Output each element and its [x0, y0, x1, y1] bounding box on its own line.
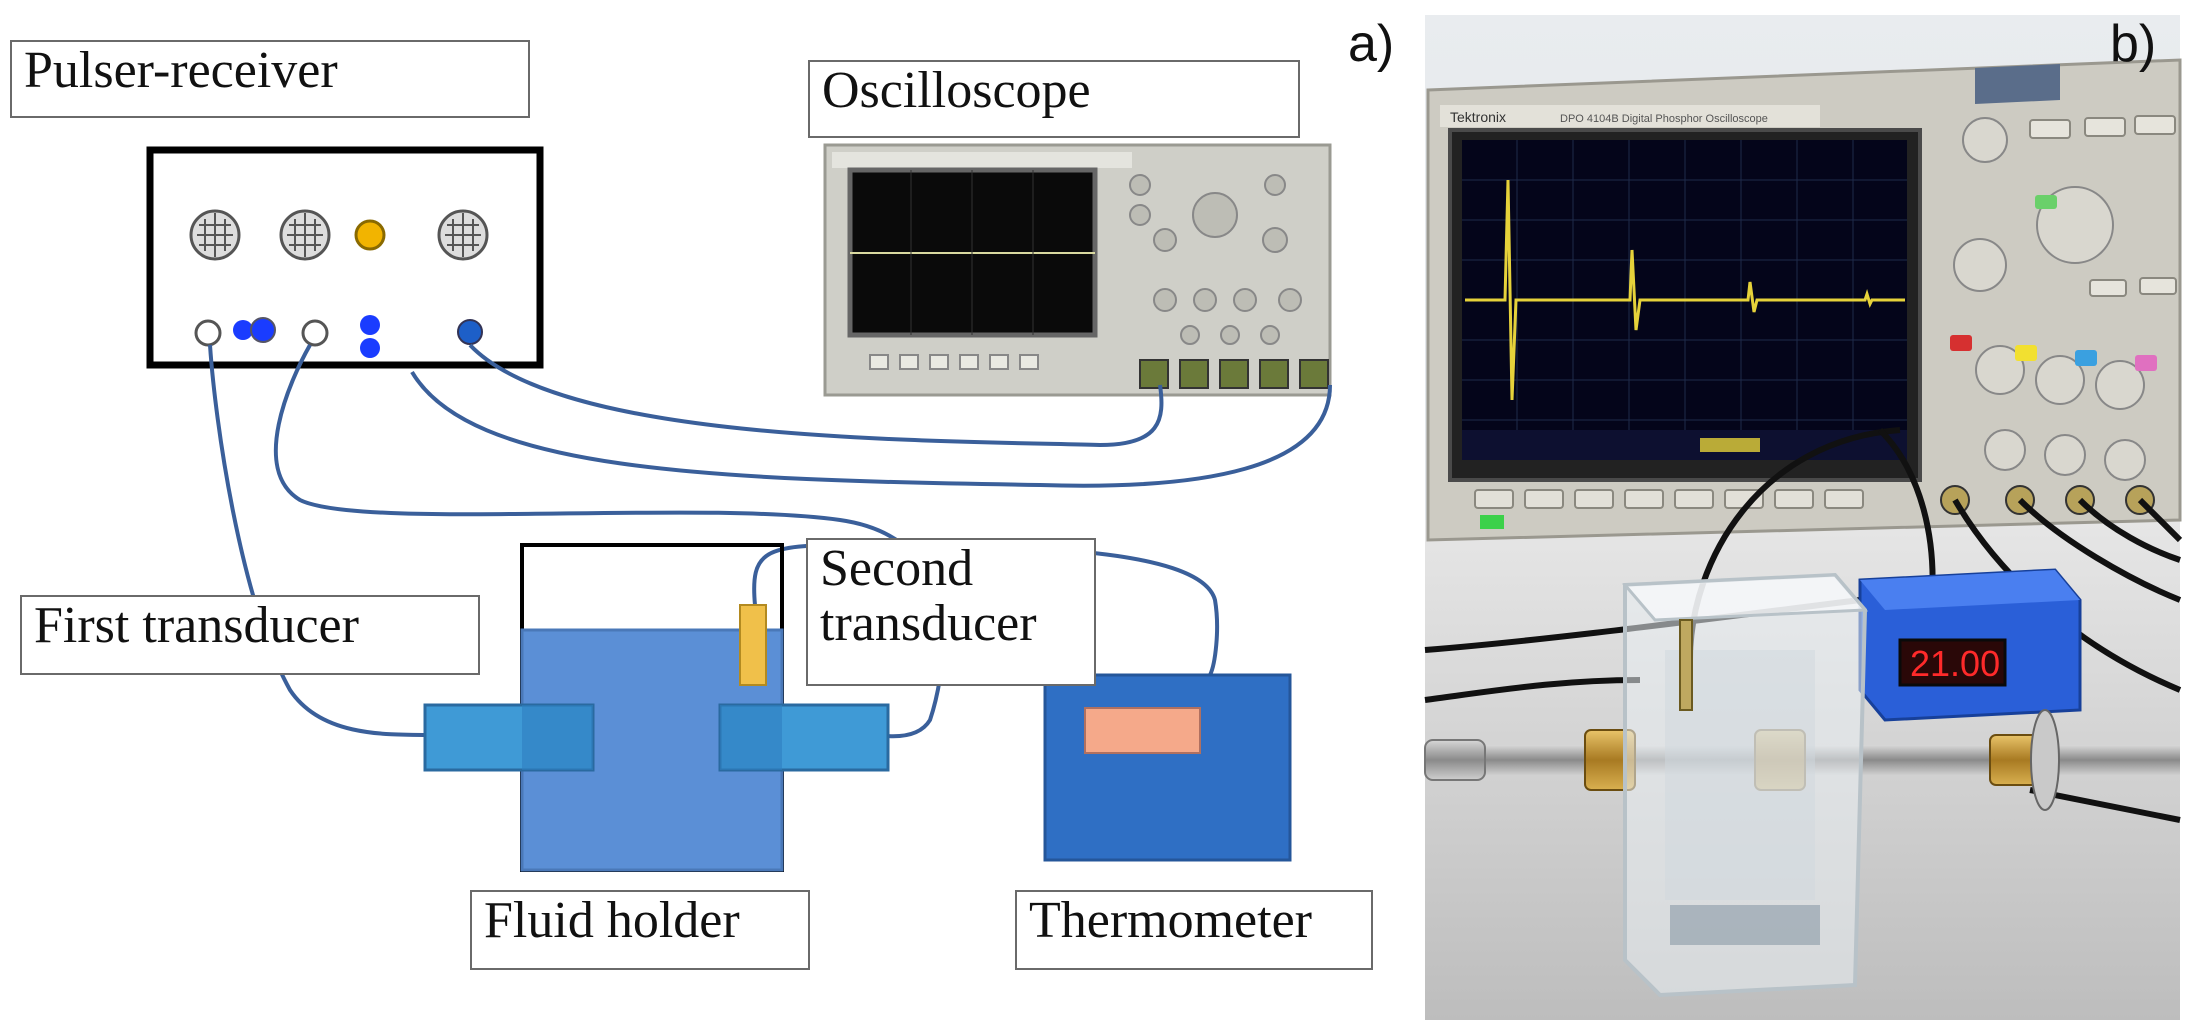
- pulser-receiver-label: Pulser-receiver: [10, 40, 530, 118]
- connector-port: [194, 319, 222, 347]
- indicator-light: [354, 219, 386, 251]
- panel-b-letter: b): [2110, 15, 2157, 73]
- thermometer-readout: 21.00: [1910, 643, 2000, 684]
- photo-oscilloscope: Tektronix DPO 4104B Digital Phosphor Osc…: [1426, 58, 2182, 542]
- panel-a-letter: a): [1348, 15, 1395, 73]
- connector-port: [457, 319, 483, 345]
- connector-port: [301, 319, 329, 347]
- photo-transducer-assembly: [1424, 709, 2180, 811]
- scope-model-text: DPO 4104B Digital Phosphor Oscilloscope: [1560, 113, 1768, 125]
- connector-port: [250, 317, 276, 343]
- schematic-diagram: [146, 143, 1332, 872]
- temperature-sensor: [739, 604, 767, 686]
- photo-thermometer: 21.00: [1858, 568, 2082, 722]
- connector-port: [360, 315, 380, 335]
- pulser-receiver-device: [146, 146, 544, 369]
- thermometer-label: Thermometer: [1015, 890, 1373, 970]
- connector-port: [233, 320, 253, 340]
- signal-trace: [1465, 179, 1905, 401]
- second-transducer-label-line1: Second: [820, 540, 974, 597]
- mesh-knob: [437, 209, 489, 261]
- mesh-knob: [279, 209, 331, 261]
- photo-cable: [1424, 427, 2183, 823]
- second-transducer-label-line2: transducer: [820, 594, 1037, 652]
- thermometer-device: [1043, 673, 1292, 862]
- oscilloscope-device: [823, 143, 1332, 397]
- oscilloscope-label: Oscilloscope: [808, 60, 1300, 138]
- scope-brand-text: Tektronix: [1450, 109, 1506, 125]
- mesh-knob: [189, 209, 241, 261]
- first-transducer-label: First transducer: [20, 595, 480, 675]
- fluid-holder-label: Fluid holder: [470, 890, 810, 970]
- connector-port: [360, 338, 380, 358]
- second-transducer-label: Second transducer: [806, 538, 1096, 686]
- photo-fluid-holder: [1621, 572, 1869, 998]
